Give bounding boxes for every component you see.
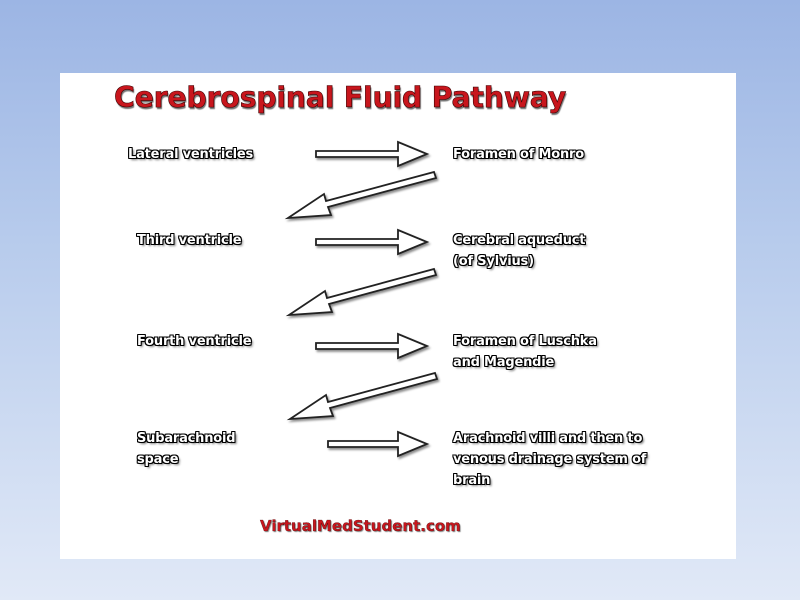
step-subarachnoid-space: Subarachnoid space: [137, 428, 236, 470]
step-label-line: space: [137, 452, 179, 467]
diagonal-arrow-icon: [286, 371, 439, 421]
step-label-line: Foramen of Luschka: [453, 334, 597, 349]
diagonal-arrow-icon: [285, 267, 438, 317]
step-third-ventricle: Third ventricle: [137, 230, 242, 251]
right-arrow-icon: [315, 228, 430, 256]
step-label-line: venous drainage system of: [453, 452, 647, 467]
source-watermark: VirtualMedStudent.com: [260, 517, 461, 535]
step-label-line: Lateral ventricles: [128, 147, 253, 162]
step-label-line: Third ventricle: [137, 233, 242, 248]
step-foramen-of-monro: Foramen of Monro: [453, 144, 584, 165]
diagram-card: Cerebrospinal Fluid Pathway Lateral vent…: [60, 73, 736, 559]
right-arrow-icon: [315, 140, 430, 168]
step-label-line: Arachnoid villi and then to: [453, 431, 643, 446]
diagram-title: Cerebrospinal Fluid Pathway: [114, 81, 567, 115]
step-label-line: Cerebral aqueduct: [453, 233, 586, 248]
step-label-line: Foramen of Monro: [453, 147, 584, 162]
step-fourth-ventricle: Fourth ventricle: [137, 331, 252, 352]
step-label-line: Subarachnoid: [137, 431, 236, 446]
flow-arrows: [284, 140, 439, 458]
step-foramen-of-luschka-magendie: Foramen of Luschka and Magendie: [453, 331, 597, 373]
right-arrow-icon: [327, 430, 430, 458]
step-lateral-ventricles: Lateral ventricles: [128, 144, 253, 165]
step-label-line: Fourth ventricle: [137, 334, 252, 349]
step-label-line: and Magendie: [453, 355, 555, 370]
step-arachnoid-villi: Arachnoid villi and then to venous drain…: [453, 428, 646, 491]
step-label-line: (of Sylvius): [453, 254, 534, 269]
step-label-line: brain: [453, 473, 491, 488]
step-cerebral-aqueduct: Cerebral aqueduct (of Sylvius): [453, 230, 585, 272]
diagonal-arrow-icon: [284, 170, 438, 220]
right-arrow-icon: [315, 332, 430, 360]
